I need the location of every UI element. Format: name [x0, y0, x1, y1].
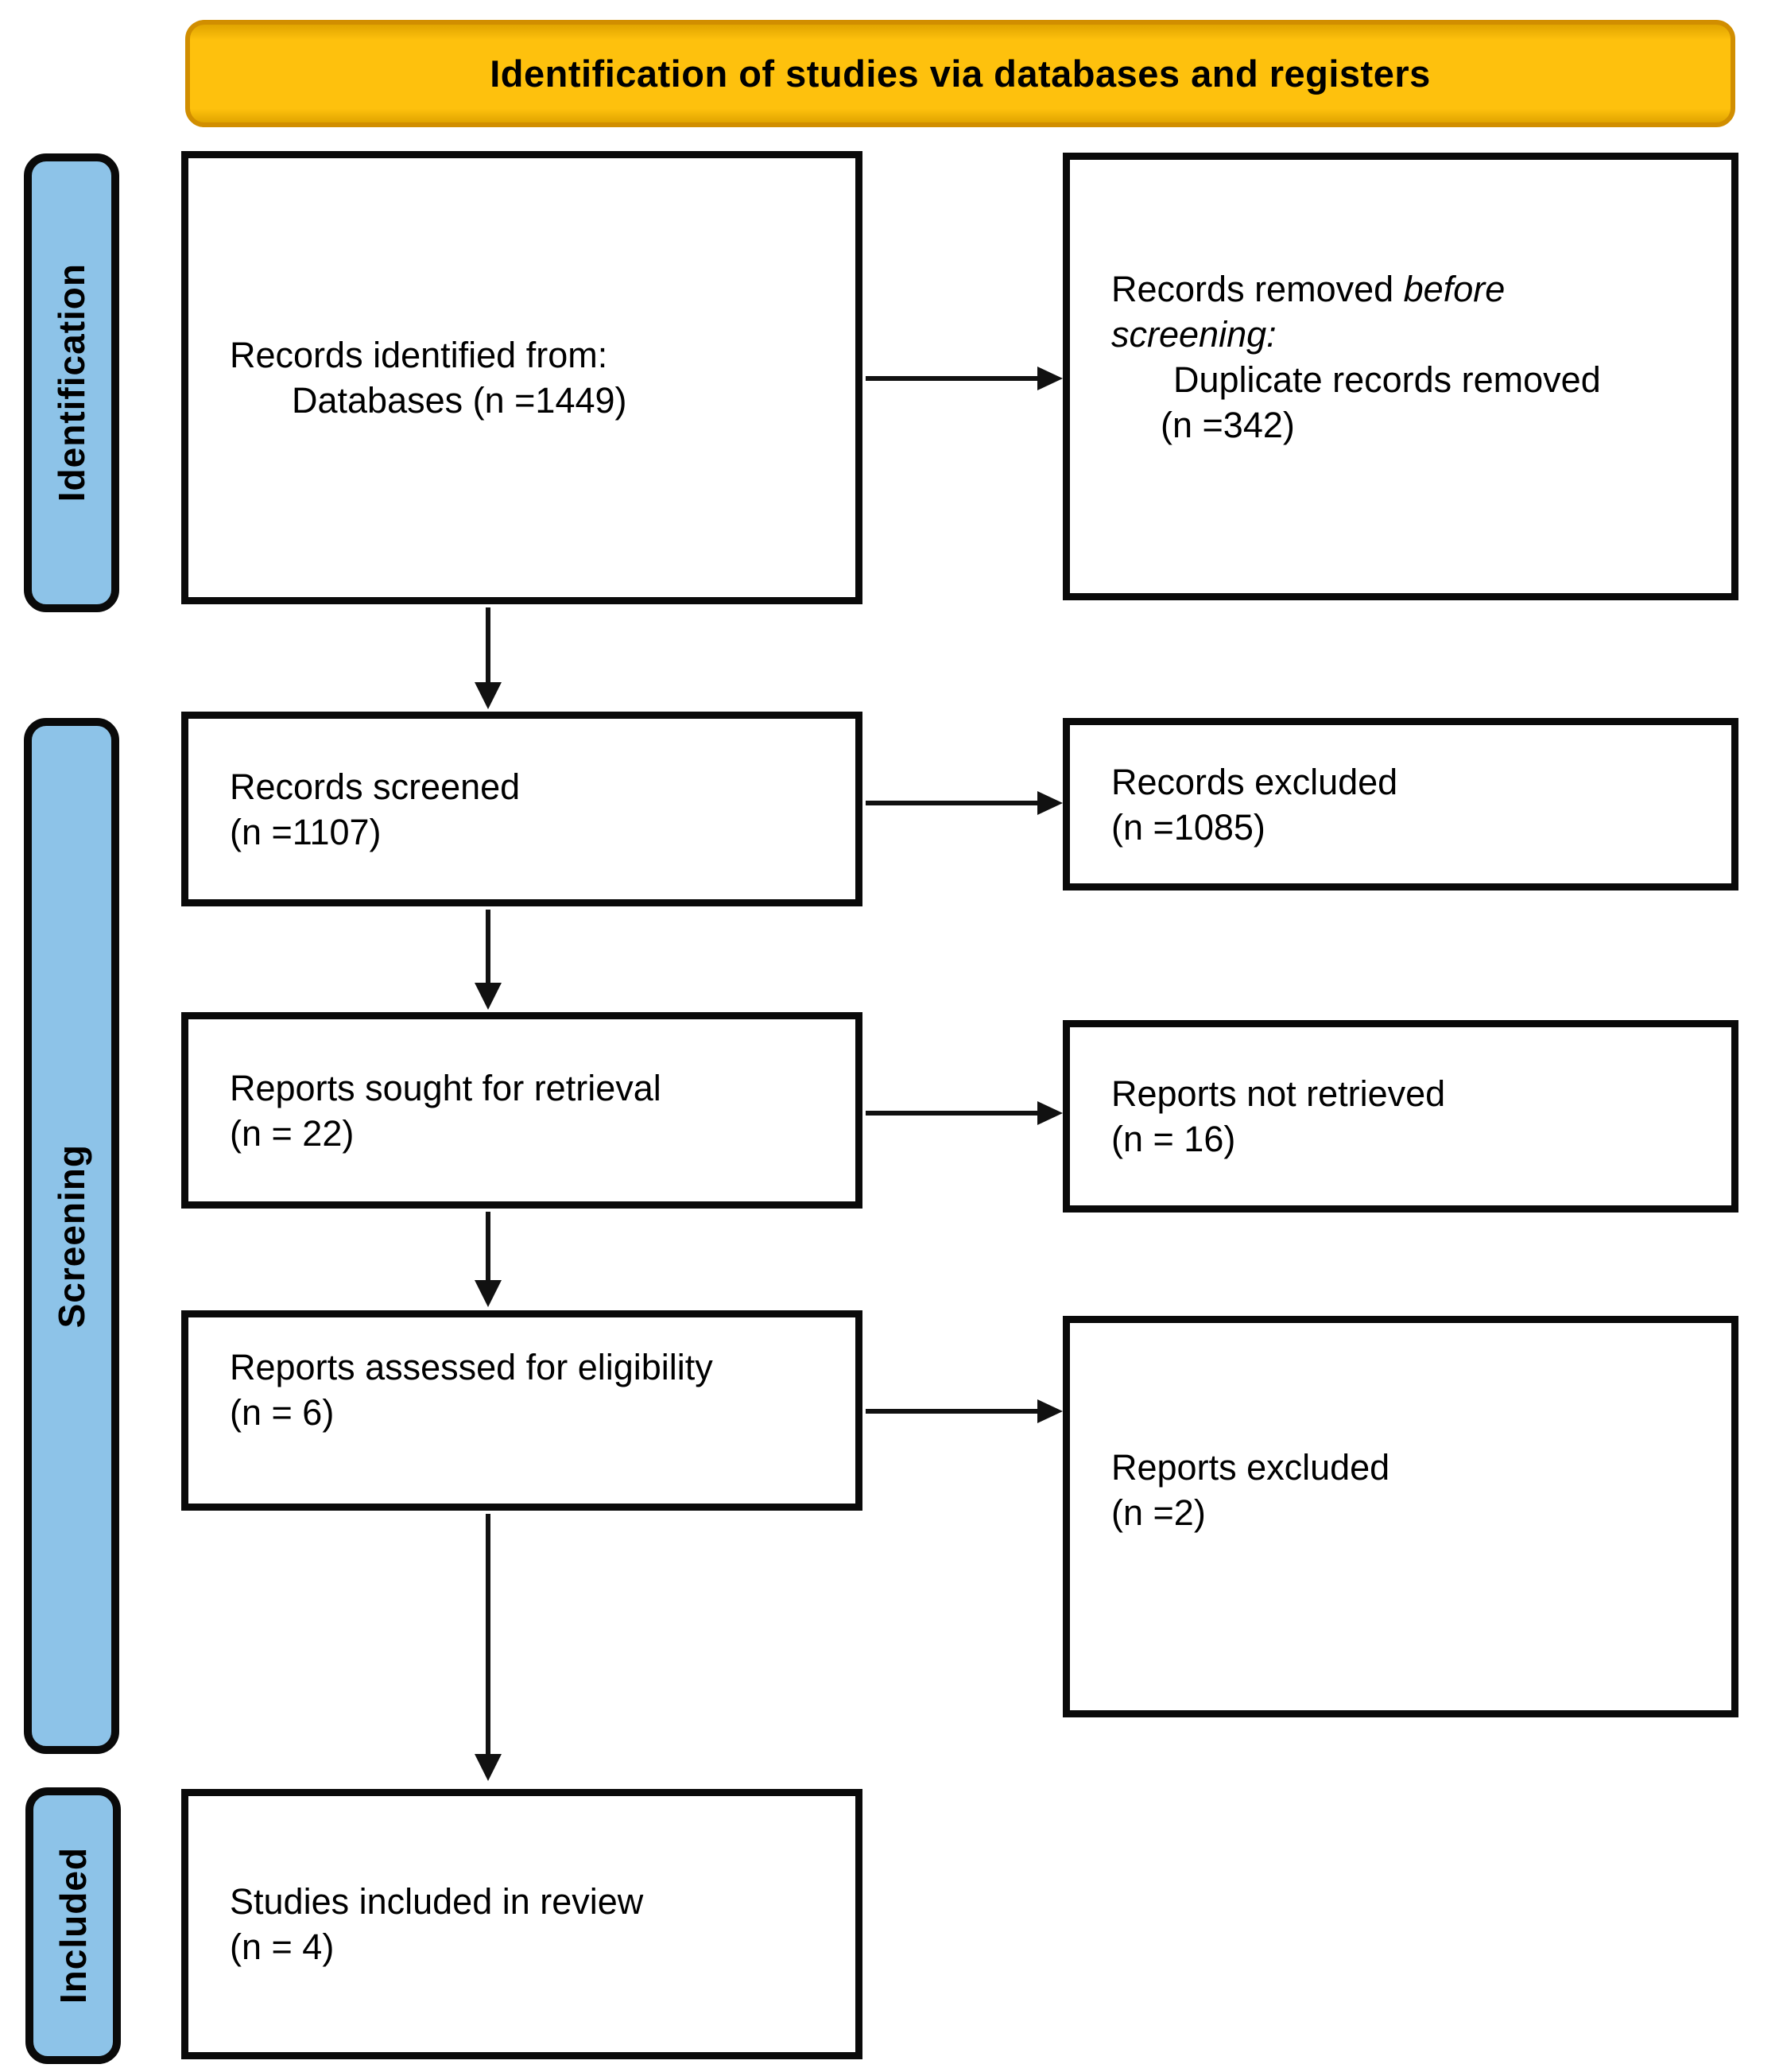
box-line: Records excluded — [1111, 761, 1398, 802]
stage-label-screening: Screening — [24, 718, 119, 1754]
arrow-sought-to-assessed-head — [475, 1280, 502, 1307]
arrow-screened-to-sought-line — [486, 910, 490, 984]
box-reports-sought-for-retrieval: Reports sought for retrieval (n = 22) — [181, 1012, 862, 1209]
arrow-sought-to-assessed-line — [486, 1212, 490, 1282]
box-line: Reports not retrieved — [1111, 1073, 1446, 1114]
box-line: Records identified from: — [230, 335, 608, 375]
box-line: (n =1085) — [1111, 806, 1265, 848]
arrow-identified-to-screened-head — [475, 682, 502, 709]
box-reports-assessed-for-eligibility: Reports assessed for eligibility (n = 6) — [181, 1310, 862, 1511]
box-line: (n = 6) — [230, 1392, 335, 1433]
box-line-indented: Duplicate records removed — [1173, 359, 1601, 400]
arrow-assessed-to-included-head — [475, 1754, 502, 1781]
box-records-identified: Records identified from: Databases (n =1… — [181, 151, 862, 604]
box-line: (n =1107) — [230, 811, 382, 852]
box-line: screening: — [1111, 312, 1601, 357]
box-records-excluded: Records excluded (n =1085) — [1063, 718, 1738, 890]
arrow-identified-to-removed-line — [866, 376, 1037, 381]
box-line: (n = 22) — [230, 1112, 355, 1154]
arrow-identified-to-removed-head — [1037, 367, 1063, 390]
arrow-screened-to-excluded-head — [1037, 791, 1063, 815]
box-line: (n = 4) — [230, 1926, 335, 1967]
box-line: Records screened — [230, 766, 521, 807]
italic-text: screening: — [1111, 313, 1277, 355]
arrow-sought-to-not-retrieved-line — [866, 1111, 1037, 1116]
arrow-screened-to-sought-head — [475, 983, 502, 1010]
stage-label-text: Identification — [51, 263, 92, 502]
stage-label-text: Included — [52, 1847, 94, 2004]
banner-identification-of-studies: Identification of studies via databases … — [185, 20, 1735, 127]
box-line: Reports assessed for eligibility — [230, 1347, 713, 1387]
arrow-assessed-to-reports-excluded-line — [866, 1409, 1037, 1414]
box-records-screened: Records screened (n =1107) — [181, 712, 862, 906]
box-studies-included-in-review: Studies included in review (n = 4) — [181, 1789, 862, 2059]
box-line: (n =2) — [1111, 1492, 1206, 1533]
box-line: Records removed before — [1111, 268, 1506, 309]
box-line: Reports sought for retrieval — [230, 1067, 661, 1108]
box-line: Reports excluded — [1111, 1446, 1390, 1488]
arrow-assessed-to-reports-excluded-head — [1037, 1399, 1063, 1423]
stage-label-identification: Identification — [24, 153, 119, 612]
box-line: Studies included in review — [230, 1881, 644, 1922]
arrow-identified-to-screened-line — [486, 607, 490, 684]
box-line-indented: Databases (n =1449) — [292, 380, 627, 421]
box-line: (n = 16) — [1111, 1119, 1236, 1159]
stage-label-text: Screening — [51, 1143, 92, 1329]
banner-title: Identification of studies via databases … — [490, 52, 1431, 95]
box-reports-excluded: Reports excluded (n =2) — [1063, 1316, 1738, 1717]
box-records-removed-before-screening: Records removed before screening: Duplic… — [1063, 153, 1738, 600]
stage-label-included: Included — [25, 1787, 121, 2064]
box-line-indented: (n =342) — [1161, 404, 1295, 445]
arrow-sought-to-not-retrieved-head — [1037, 1101, 1063, 1125]
italic-text: before — [1403, 268, 1506, 309]
arrow-screened-to-excluded-line — [866, 801, 1037, 805]
box-reports-not-retrieved: Reports not retrieved (n = 16) — [1063, 1020, 1738, 1213]
arrow-assessed-to-included-line — [486, 1514, 490, 1756]
